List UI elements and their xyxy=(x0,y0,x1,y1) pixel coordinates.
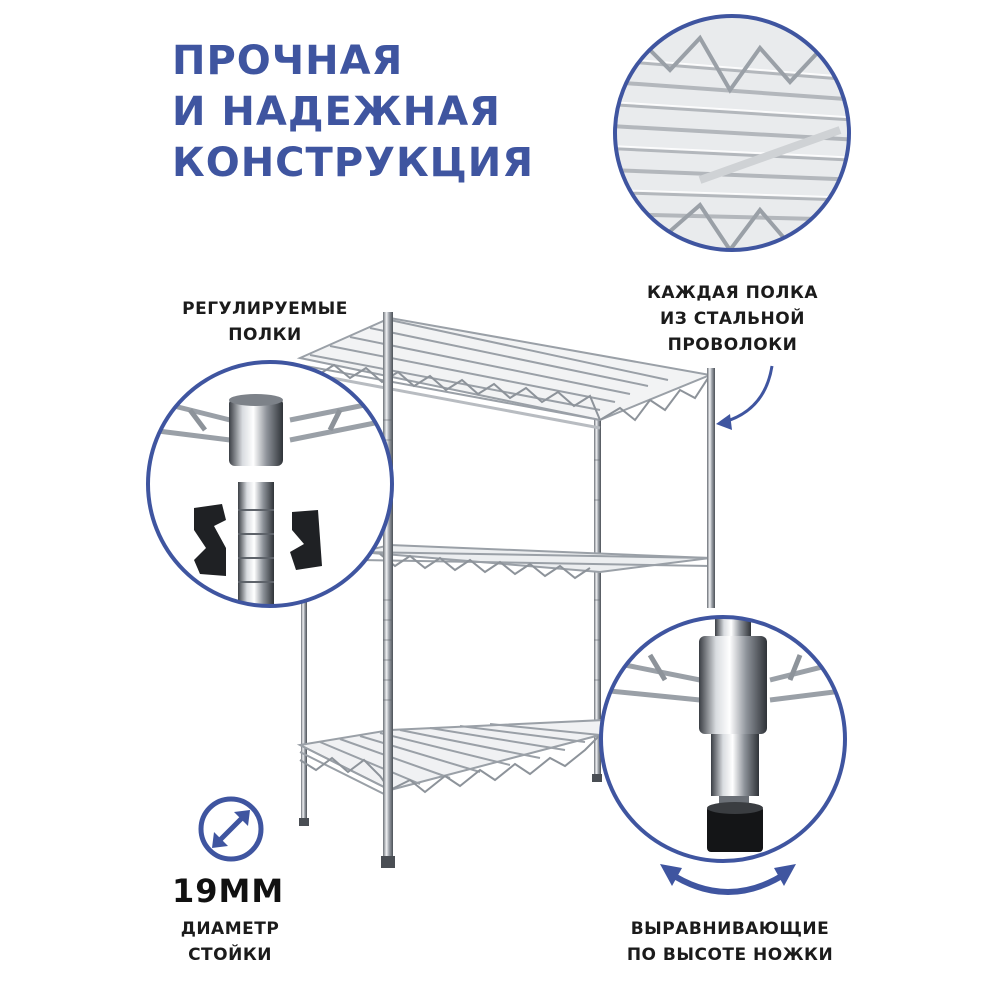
shelf-bottom xyxy=(296,718,607,798)
post-diameter-label: ДИАМЕТР СТОЙКИ xyxy=(160,916,300,968)
post-diameter-line-2: СТОЙКИ xyxy=(188,945,272,965)
headline-line-3: КОНСТРУКЦИЯ xyxy=(172,140,535,186)
steel-wire-line-2: ИЗ СТАЛЬНОЙ xyxy=(660,309,805,329)
diameter-icon xyxy=(198,796,264,862)
adjustable-shelves-label: РЕГУЛИРУЕМЫЕ ПОЛКИ xyxy=(160,296,370,348)
wire-grid-icon xyxy=(613,14,851,252)
headline-line-1: ПРОЧНАЯ xyxy=(172,38,404,84)
post-back-right xyxy=(594,404,601,780)
headline: ПРОЧНАЯ И НАДЕЖНАЯ КОНСТРУКЦИЯ xyxy=(172,36,534,189)
pointer-arrow-icon xyxy=(716,365,774,430)
rotate-arrow-icon xyxy=(665,869,791,895)
shelving-unit xyxy=(296,312,715,868)
steel-wire-label: КАЖДАЯ ПОЛКА ИЗ СТАЛЬНОЙ ПРОВОЛОКИ xyxy=(625,280,840,358)
leveling-feet-label: ВЫРАВНИВАЮЩИЕ ПО ВЫСОТЕ НОЖКИ xyxy=(600,916,860,968)
foot-back-left xyxy=(299,818,309,826)
adjustable-shelves-line-1: РЕГУЛИРУЕМЫЕ xyxy=(182,299,348,319)
headline-line-2: И НАДЕЖНАЯ xyxy=(172,89,501,135)
leveling-foot-icon xyxy=(599,615,847,895)
post-front-right xyxy=(707,368,715,608)
adjustable-shelves-line-2: ПОЛКИ xyxy=(228,325,302,345)
foot-back-right xyxy=(592,774,602,782)
shelf-clip-icon xyxy=(146,360,394,608)
steel-wire-line-3: ПРОВОЛОКИ xyxy=(667,335,798,355)
post-diameter-value: 19ММ xyxy=(172,872,285,910)
shelf-middle xyxy=(359,543,711,580)
foot-front-left xyxy=(381,856,395,868)
steel-wire-line-1: КАЖДАЯ ПОЛКА xyxy=(646,283,819,303)
leveling-feet-line-1: ВЫРАВНИВАЮЩИЕ xyxy=(630,919,830,939)
leveling-feet-line-2: ПО ВЫСОТЕ НОЖКИ xyxy=(626,945,834,965)
post-front-left xyxy=(383,312,393,868)
post-diameter-line-1: ДИАМЕТР xyxy=(180,919,280,939)
